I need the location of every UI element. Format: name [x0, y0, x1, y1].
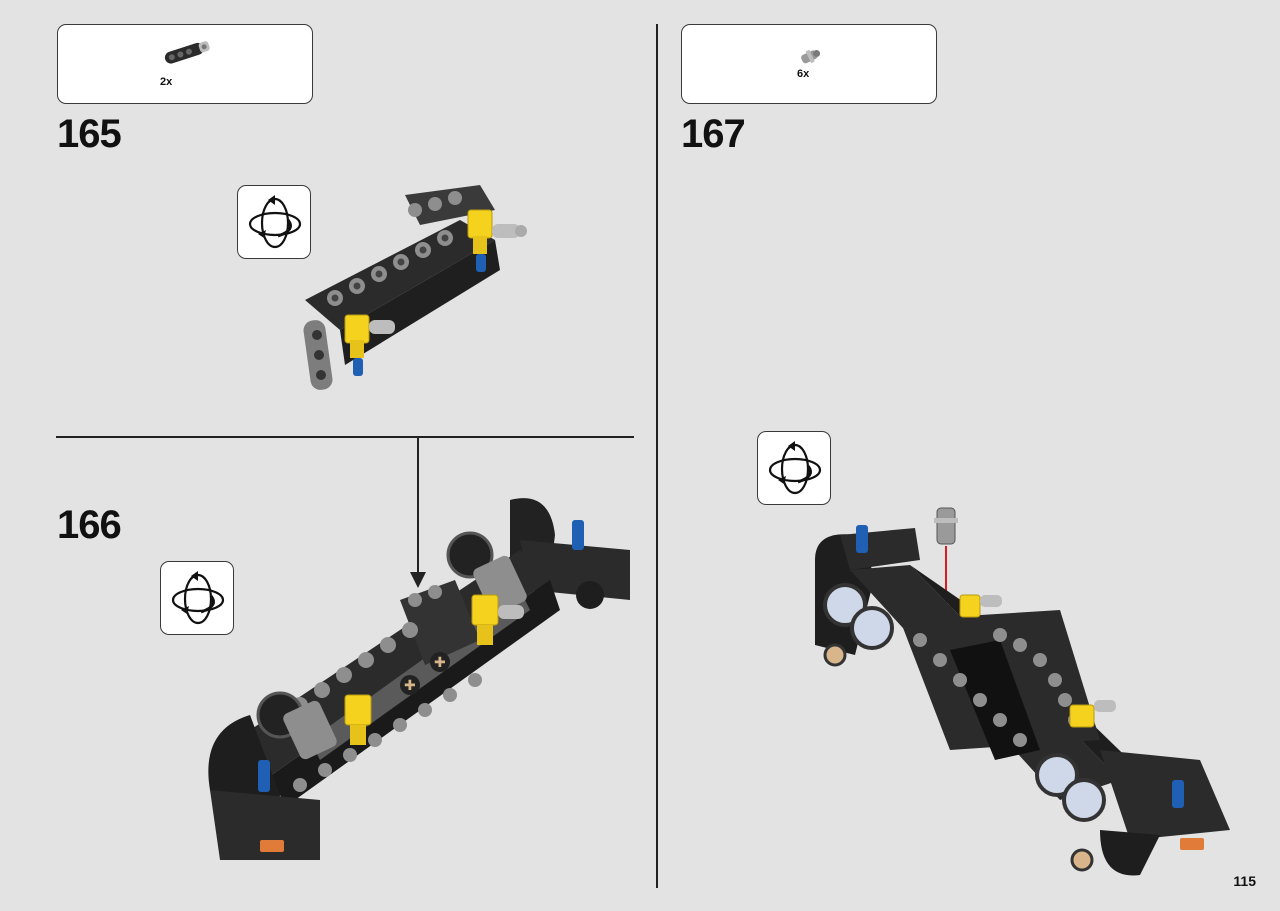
column-divider: [656, 24, 658, 888]
step-167-model: [815, 507, 1230, 876]
sub-assembly-arrow: [410, 436, 426, 588]
step-number-165: 165: [57, 112, 122, 156]
rotate-box-167: [757, 431, 831, 505]
rotate-model-icon: [171, 571, 225, 625]
part-quantity: 6x: [797, 68, 810, 80]
page-number: 115: [1233, 873, 1256, 889]
black-beam-with-pin-icon: [164, 41, 210, 64]
gray-pin-icon: [801, 49, 821, 64]
svg-text:✚: ✚: [434, 655, 446, 671]
step-165-model: [303, 185, 527, 390]
step-number-167: 167: [681, 112, 746, 156]
rotate-box-165: [237, 185, 311, 259]
parts-list-box-165: 2x: [57, 24, 313, 104]
step-divider: [56, 436, 634, 438]
step-166-model: ✚ ✚: [208, 498, 630, 860]
parts-list-box-167: 6x: [681, 24, 937, 104]
rotate-model-icon: [768, 441, 822, 495]
part-quantity: 2x: [160, 76, 173, 88]
svg-text:✚: ✚: [404, 678, 416, 694]
rotate-box-166: [160, 561, 234, 635]
rotate-model-icon: [248, 195, 302, 249]
step-number-166: 166: [57, 503, 122, 547]
